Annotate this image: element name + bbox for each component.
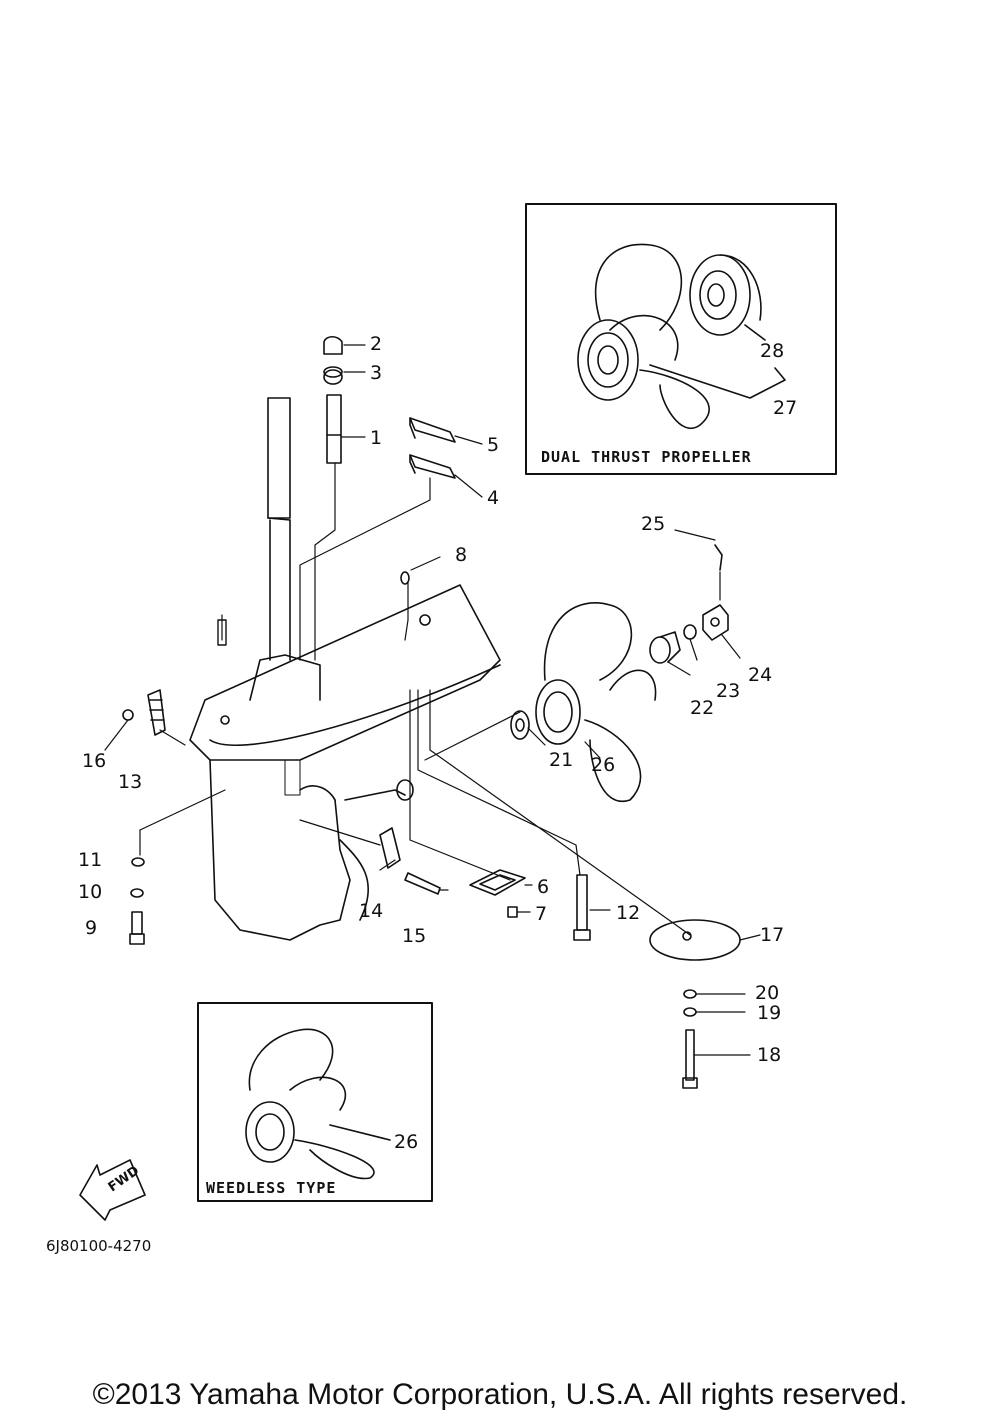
diagram-code: 6J80100-4270 [46,1237,151,1255]
label-27: 27 [773,397,797,419]
fwd-arrow-icon [79,1159,146,1221]
weedless-title: WEEDLESS TYPE [206,1179,336,1197]
part-18-bolt [682,1029,698,1089]
weedless-type-box [197,1002,433,1202]
part-2-cap [323,335,343,355]
label-13: 13 [118,771,142,793]
label-22: 22 [690,697,714,719]
part-8-o-ring [400,571,410,585]
label-26-weedless: 26 [394,1131,418,1153]
part-24-nut [702,604,729,641]
label-7: 7 [535,903,547,925]
part-7-screw [507,906,518,918]
part-1-shaft [326,394,342,464]
label-3: 3 [370,362,382,384]
part-14-plate [379,827,401,869]
part-4-anode [409,454,456,479]
label-20: 20 [755,982,779,1004]
label-5: 5 [487,434,499,456]
part-12-bolt [573,874,591,941]
part-25-cotter-pin [714,544,723,571]
label-17: 17 [760,924,784,946]
label-15: 15 [402,925,426,947]
label-1: 1 [370,427,382,449]
label-21: 21 [549,749,573,771]
label-16: 16 [82,750,106,772]
label-28: 28 [760,340,784,362]
copyright-notice: ©2013 Yamaha Motor Corporation, U.S.A. A… [92,1378,908,1411]
part-26-propeller [535,602,657,803]
part-16-screw [122,709,134,721]
dual-thrust-title: DUAL THRUST PROPELLER [541,448,752,466]
label-4: 4 [487,487,499,509]
label-26: 26 [591,754,615,776]
label-2: 2 [370,333,382,355]
label-9: 9 [85,917,97,939]
label-11: 11 [78,849,102,871]
part-6-cover [469,869,526,896]
fwd-label: FWD [106,1163,143,1195]
label-6: 6 [537,876,549,898]
part-11-washer [131,857,145,867]
dual-thrust-propeller-box [525,203,837,475]
label-24: 24 [748,664,772,686]
parts-diagram: 28 27 DUAL THRUST PROPELLER [46,203,837,1255]
part-9-bolt [129,911,145,945]
part-22-spacer [649,631,681,664]
part-13-plate [147,689,166,736]
label-10: 10 [78,881,102,903]
part-15-bolt [404,872,441,895]
leader-lines [104,344,761,1056]
label-25: 25 [641,513,665,535]
part-10-washer [130,888,144,898]
label-19: 19 [757,1002,781,1024]
label-18: 18 [757,1044,781,1066]
part-21-washer [510,710,530,740]
label-14: 14 [359,900,383,922]
label-23: 23 [716,680,740,702]
part-20-washer [683,989,697,999]
callout-labels: 1 2 3 4 5 6 7 8 9 10 11 12 13 14 15 16 1… [46,333,784,1255]
part-3-grommet [323,366,343,385]
part-19-washer [683,1007,697,1017]
label-8: 8 [455,544,467,566]
part-5-anode [409,417,456,443]
lower-case-housing [189,397,501,941]
label-12: 12 [616,902,640,924]
part-17-trim-tab [649,919,741,961]
part-23-washer [683,624,697,640]
